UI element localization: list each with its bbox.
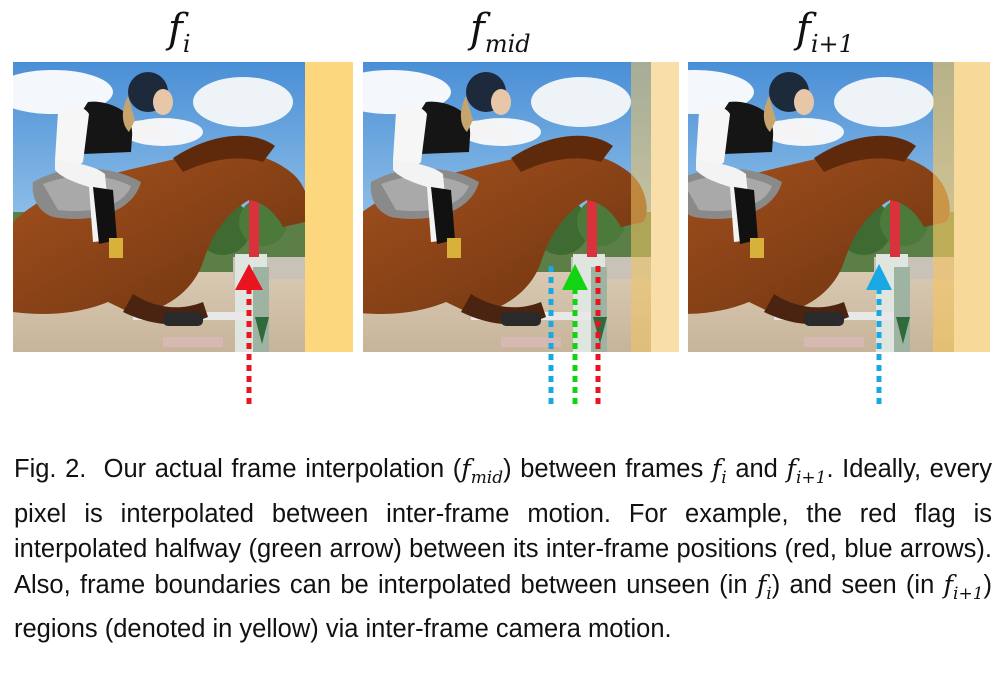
figure-caption: Fig. 2. Our actual frame interpolation (… [14,452,992,648]
label-f-i: fi [168,6,191,58]
caption-math-f-mid: fmid [461,454,504,489]
caption-prefix: Fig. 2. [14,455,87,483]
blue-arrow [866,264,892,404]
seen-region-yellow [933,62,990,352]
frame-f-i-plus-1 [688,62,990,352]
caption-text-6: ) regions (denoted in yellow) via inter-… [14,570,993,644]
frame-f-i [13,62,353,352]
caption-text-4: . Ideally, every pixel is interpolated b… [14,455,993,599]
unseen-region-yellow [305,62,353,352]
green-arrow [562,264,588,404]
caption-math-f-i-plus-1-2: fi+1 [943,569,984,604]
caption-math-f-i-2: fi [756,569,772,604]
caption-text-2: ) between frames [503,455,712,483]
label-f-mid: fmid [470,6,531,58]
label-f-i-plus-1: fi+1 [796,6,854,58]
red-arrow [235,264,263,404]
caption-math-f-i-plus-1: fi+1 [786,454,827,489]
caption-text-5: ) and seen (in [771,570,944,599]
caption-text-3: and [726,455,787,483]
interpolated-region-yellow [631,62,679,352]
motion-arrows [235,264,892,404]
caption-text-1: Our actual frame interpolation ( [103,455,462,483]
caption-math-f-i: fi [711,454,727,489]
frame-f-mid [363,62,679,352]
